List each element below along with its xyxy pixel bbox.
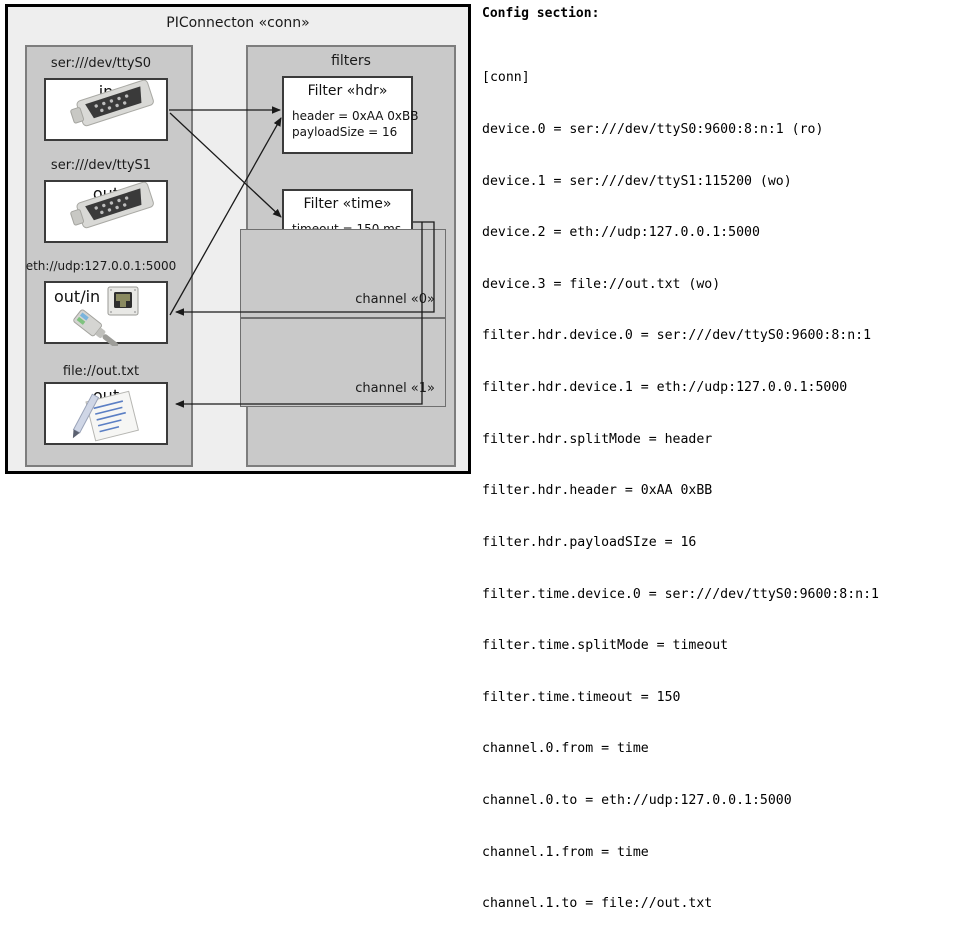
config-line: filter.hdr.payloadSIze = 16 <box>482 534 697 550</box>
device-label-file: file://out.txt <box>62 364 140 379</box>
config-line: filter.time.splitMode = timeout <box>482 638 729 654</box>
filter-hdr-attr-payloadsize: payloadSize = 16 <box>292 125 398 139</box>
filter-node-hdr[interactable]: Filter «hdr» header = 0xAA 0xBB payloadS… <box>282 76 418 154</box>
config-line: filter.time.timeout = 150 <box>482 689 681 705</box>
channel-label-1: channel «1» <box>355 381 435 396</box>
config-line: filter.hdr.splitMode = header <box>482 431 713 447</box>
channel-region-0[interactable]: channel «0» <box>240 229 446 318</box>
channel-label-0: channel «0» <box>355 292 435 307</box>
filter-hdr-attr-header: header = 0xAA 0xBB <box>292 109 419 123</box>
config-section: Config section: [conn] device.0 = ser://… <box>482 6 960 911</box>
filters-panel-title: filters <box>331 53 371 69</box>
device-node-ttys0[interactable]: in <box>44 78 168 141</box>
ethernet-jack-icon <box>73 286 139 346</box>
device-node-ttys1[interactable]: out <box>44 180 168 243</box>
channel-region-1[interactable]: channel «1» <box>240 318 446 407</box>
config-line: device.0 = ser:///dev/ttyS0:9600:8:n:1 (… <box>482 122 824 138</box>
config-heading: Config section: <box>482 6 600 21</box>
serial-port-icon <box>70 80 154 127</box>
config-line: filter.time.device.0 = ser:///dev/ttyS0:… <box>482 586 879 602</box>
config-line: channel.0.to = eth://udp:127.0.0.1:5000 <box>482 792 792 808</box>
config-line: device.1 = ser:///dev/ttyS1:115200 (wo) <box>482 173 792 189</box>
device-io-eth: out/in <box>54 287 101 306</box>
filter-hdr-title: Filter «hdr» <box>307 83 388 99</box>
config-line: filter.hdr.header = 0xAA 0xBB <box>482 483 713 499</box>
config-line: device.3 = file://out.txt (wo) <box>482 276 721 292</box>
device-label-ttys0: ser:///dev/ttyS0 <box>50 56 152 71</box>
config-line: [conn] <box>482 70 530 86</box>
device-label-eth: eth://udp:127.0.0.1:5000 <box>25 259 177 273</box>
filter-hdr-attrs: header = 0xAA 0xBB payloadSize = 16 <box>292 108 418 140</box>
config-line: channel.1.from = time <box>482 844 649 860</box>
config-lines: [conn] device.0 = ser:///dev/ttyS0:9600:… <box>482 35 960 947</box>
text-file-icon <box>72 390 139 442</box>
config-line: device.2 = eth://udp:127.0.0.1:5000 <box>482 225 760 241</box>
filter-time-title: Filter «time» <box>303 196 392 212</box>
config-line: filter.hdr.device.0 = ser:///dev/ttyS0:9… <box>482 328 872 344</box>
device-node-eth[interactable]: out/in <box>44 281 168 346</box>
device-node-file[interactable]: out <box>44 382 168 445</box>
config-line: channel.0.from = time <box>482 741 649 757</box>
config-line: channel.1.to = file://out.txt <box>482 896 713 912</box>
serial-port-icon <box>70 182 154 229</box>
config-line: filter.hdr.device.1 = eth://udp:127.0.0.… <box>482 380 848 396</box>
device-label-ttys1: ser:///dev/ttyS1 <box>50 158 152 173</box>
component-title: PIConnecton «conn» <box>166 15 310 31</box>
diagram-canvas: PIConnecton «conn» filters ser:///dev/tt… <box>5 4 960 911</box>
